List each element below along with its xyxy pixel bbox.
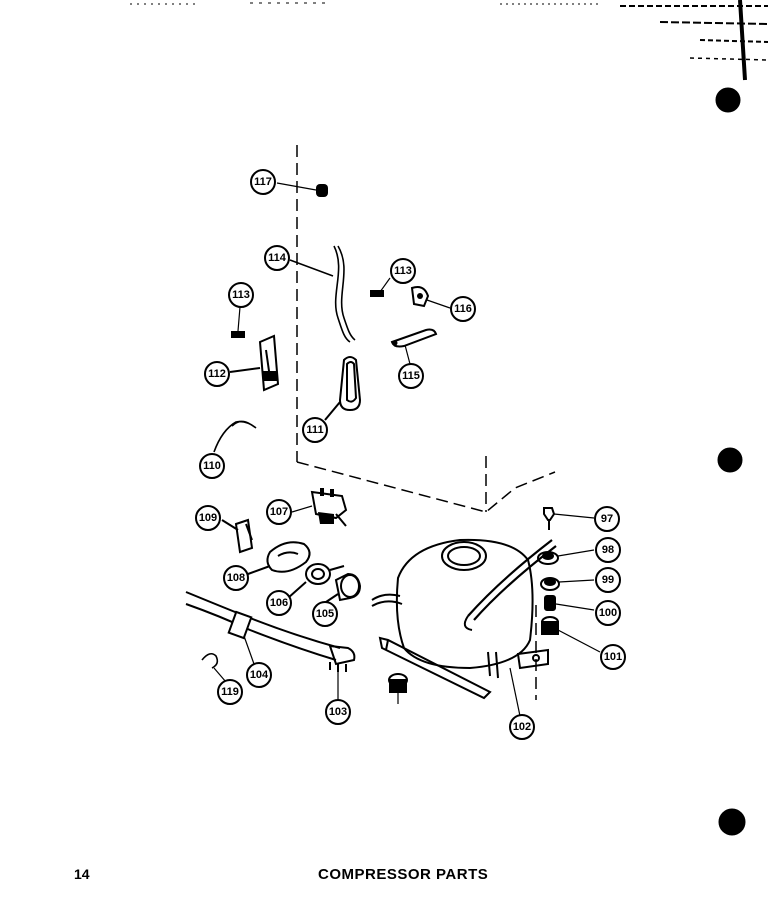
callout-label: 102 [513,721,531,733]
callout-label: 116 [454,303,472,315]
callout-label: 119 [221,686,239,698]
callout-label: 112 [208,368,226,380]
callout-label: 108 [227,572,245,584]
relay-107 [291,488,348,527]
callout-label: 111 [306,424,323,436]
callout-99: 99 [595,567,621,593]
mount-hardware [537,507,601,653]
capacitor-105 [325,572,362,603]
callout-label: 115 [402,370,420,382]
callout-107: 107 [266,499,292,525]
gasket-111 [324,356,362,421]
callout-label: 99 [602,574,614,586]
callout-100: 100 [595,600,621,626]
callout-114: 114 [264,245,290,271]
callout-label: 117 [254,176,272,188]
callout-label: 97 [601,513,613,525]
callout-113: 113 [390,258,416,284]
compressor [371,538,557,717]
screw-113-left [231,306,245,338]
callout-label: 98 [602,544,614,556]
callout-113: 113 [228,282,254,308]
overload-106 [287,563,345,599]
callout-label: 104 [250,669,269,681]
callout-110: 110 [199,453,225,479]
callout-label: 113 [394,265,412,277]
cover-115 [390,328,438,365]
callout-104: 104 [246,662,272,688]
wire-114 [289,245,356,343]
callout-111: 111 [302,417,328,443]
callout-116: 116 [450,296,476,322]
callout-label: 109 [199,512,217,524]
callout-106: 106 [266,590,292,616]
page-number: 14 [74,866,90,882]
cover-108 [247,541,311,575]
callout-102: 102 [509,714,535,740]
binder-hole [715,87,741,113]
callout-label: 105 [316,608,334,620]
callout-109: 109 [195,505,221,531]
tie-119 [201,652,227,683]
bracket-112 [229,334,280,392]
clamp-116 [410,286,451,309]
callout-label: 103 [329,706,347,718]
callout-label: 113 [232,289,250,301]
callout-101: 101 [600,644,626,670]
plug-103 [328,644,356,700]
screw-113-right [370,277,391,297]
clip-110 [213,420,257,453]
scan-artifacts [130,0,768,836]
sleeve-104 [185,591,341,665]
callout-98: 98 [595,537,621,563]
callout-97: 97 [594,506,620,532]
binder-hole [718,808,746,836]
callout-105: 105 [312,601,338,627]
callout-label: 101 [604,651,622,663]
callout-112: 112 [204,361,230,387]
callout-label: 110 [203,460,221,472]
callout-label: 114 [268,252,287,264]
binder-hole [717,447,743,473]
callout-103: 103 [325,699,351,725]
callout-115: 115 [398,363,424,389]
callout-119: 119 [217,679,243,705]
callout-117: 117 [250,169,276,195]
plug-117 [276,182,328,197]
callout-label: 100 [599,607,617,619]
callout-label: 106 [270,597,288,609]
page-caption: COMPRESSOR PARTS [318,866,489,883]
bracket-109 [221,518,254,554]
callout-label: 107 [270,506,288,518]
callout-108: 108 [223,565,249,591]
